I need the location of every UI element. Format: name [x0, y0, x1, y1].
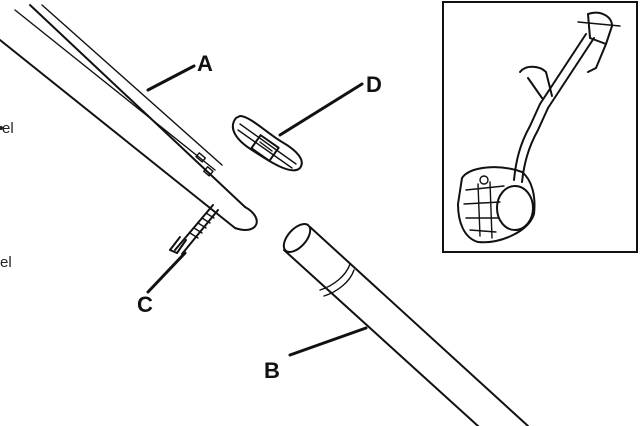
cropped-text-line1: el: [2, 120, 14, 137]
leader-a: [146, 64, 196, 92]
label-a: A: [197, 51, 213, 76]
label-b: B: [264, 358, 280, 383]
lower-tube-b: [282, 223, 529, 426]
cropped-text-mark: [0, 126, 3, 130]
cropped-text-line2: el: [0, 254, 12, 271]
knob-d: [231, 115, 303, 172]
label-d: D: [366, 72, 382, 97]
leader-c: [146, 251, 187, 294]
bolt-c: [169, 204, 219, 255]
inset-snow-thrower: [442, 1, 638, 253]
leader-d: [278, 82, 364, 137]
label-c: C: [137, 292, 153, 317]
upper-tube-a: [0, 4, 258, 231]
leader-b: [288, 326, 368, 357]
